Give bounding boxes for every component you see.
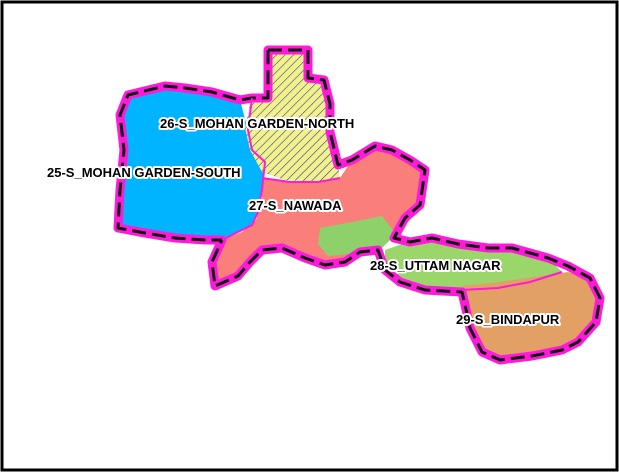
ward-28-label: 28-S_UTTAM NAGAR — [370, 258, 501, 273]
ward-29-label: 29-S_BINDAPUR — [456, 312, 560, 327]
ward-25-label: 25-S_MOHAN GARDEN-SOUTH — [47, 165, 241, 180]
ward-25-26-boundary — [221, 97, 267, 241]
ward-27-area[interactable] — [212, 146, 425, 286]
ward-boundary-dashes — [116, 48, 602, 362]
ward-27-label: 27-S_NAWADA — [249, 198, 342, 213]
ward-26-label: 26-S_MOHAN GARDEN-NORTH — [160, 116, 354, 131]
ward-25-area[interactable] — [118, 86, 265, 242]
ward-29-area[interactable] — [462, 272, 600, 360]
ward-26-27-boundary — [261, 177, 341, 183]
ward-28-29-boundary — [461, 271, 563, 291]
